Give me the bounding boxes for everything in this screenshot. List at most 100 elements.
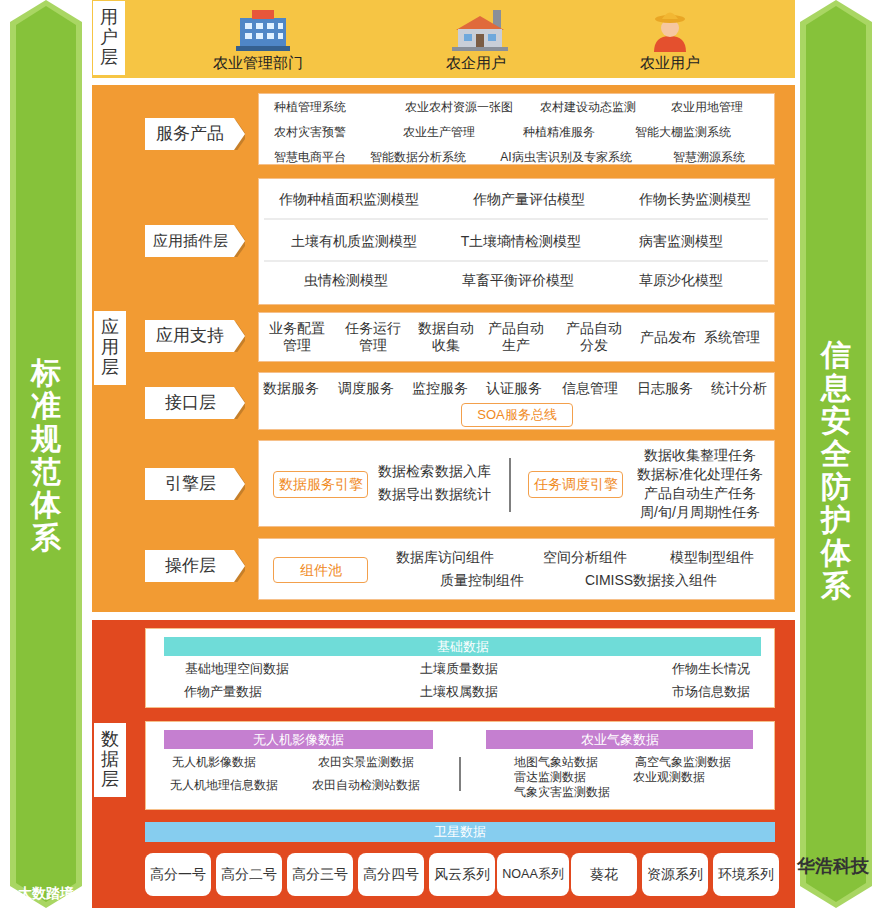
node-label: 数据入库	[435, 463, 491, 480]
satellite-box: 环境系列	[713, 853, 779, 896]
text-holder: 数据检索	[378, 463, 434, 480]
text-holder: 数据导出	[378, 486, 434, 503]
text-holder: 农企用户	[446, 54, 506, 72]
node-label: 农业管理部门	[213, 54, 303, 72]
side-banner: 标准规范体系	[10, 0, 82, 908]
text-holder: 数据服务引擎	[279, 476, 363, 493]
node-label: 作物产量评估模型	[473, 191, 585, 208]
text-holder: 种植管理系统	[274, 100, 346, 114]
node-label: 草畜平衡评价模型	[462, 272, 574, 289]
engine-box: 组件池	[273, 557, 368, 583]
text-holder: 气象灾害监测数据	[514, 785, 610, 799]
text-holder: 虫情检测模型	[304, 272, 388, 289]
text-holder: 数据库访问组件	[396, 549, 494, 566]
text-holder: 病害监测模型	[639, 233, 723, 250]
node-label: 雷达监测数据	[514, 770, 586, 784]
text-holder: 智慧溯源系统	[673, 150, 745, 164]
row-label-arrow: 接口层	[145, 387, 245, 419]
text-holder: 模型制型组件	[670, 549, 754, 566]
category-bar: 基础数据	[164, 637, 761, 656]
vertical-heading: 标准规范体系	[31, 356, 61, 554]
text-holder: 农田实景监测数据	[318, 755, 414, 769]
row-label-arrow: 服务产品	[145, 118, 245, 150]
node-label: 作物长势监测模型	[639, 191, 751, 208]
content-box: 基础数据基础地理空间数据土壤质量数据作物生长情况作物产量数据土壤权属数据市场信息…	[145, 628, 775, 708]
node-label: 任务调度引擎	[534, 476, 618, 493]
node-label: 土壤质量数据	[420, 661, 498, 677]
text-holder: 周/旬/月周期性任务	[640, 504, 760, 521]
node-label: 作物生长情况	[672, 661, 750, 677]
node-label: T土壤墒情检测模型	[461, 233, 582, 250]
text-holder: 智能大棚监测系统	[635, 125, 731, 139]
node-label: AI病虫害识别及专家系统	[500, 150, 631, 164]
content-box: 作物种植面积监测模型 作物产量评估模型 作物长势监测模型土壤有机质监测模型 T土壤墒情…	[258, 178, 775, 305]
text-holder: 高分三号	[292, 866, 348, 883]
node-label: 农业用地管理	[671, 100, 743, 114]
node-label: 无人机影像数据	[253, 732, 344, 748]
node-label: 数据库访问组件	[396, 549, 494, 566]
node-label: 系统管理	[702, 329, 762, 346]
text-holder: T土壤墒情检测模型	[461, 233, 582, 250]
row-label-arrow: 操作层	[145, 550, 245, 582]
node-label: 高分一号	[150, 866, 206, 883]
text-holder: 地图气象站数据	[514, 755, 598, 769]
text-holder: 监控服务	[412, 380, 468, 397]
engine-box: 数据服务引擎	[273, 471, 368, 498]
node-label: 产品发布	[638, 329, 698, 346]
arrow-fill	[145, 387, 245, 419]
text-holder: 应用插件层	[153, 232, 228, 250]
node-label: 草原沙化模型	[639, 272, 723, 289]
node-label: 服务产品	[156, 124, 224, 144]
banner-fill	[16, 6, 76, 902]
vertical-heading: 应用层	[94, 311, 126, 384]
layer-panel: 服务产品种植管理系统农业农村资源一张图农村建设动态监测农业用地管理农村灾害预警农…	[92, 85, 795, 612]
text-holder: 农业农村资源一张图	[405, 100, 513, 114]
text-holder: 农业气象数据	[581, 732, 659, 748]
text-holder: 作物产量评估模型	[473, 191, 585, 208]
node-label: 土壤权属数据	[420, 684, 498, 700]
text-holder: 智慧电商平台	[274, 150, 346, 164]
text-holder: 农村建设动态监测	[540, 100, 636, 114]
text-holder: 空间分析组件	[543, 549, 627, 566]
text-holder: 应用支持	[156, 326, 224, 346]
arrow-fill	[145, 225, 245, 257]
text-holder: 资源系列	[647, 866, 703, 883]
text-holder: 无人机影像数据	[253, 732, 344, 748]
factory-icon	[452, 10, 508, 51]
arrow-fill	[145, 468, 245, 500]
node-label: 数据服务	[263, 380, 319, 397]
engine-box: SOA服务总线	[461, 403, 573, 427]
text-holder: 市场信息数据	[672, 684, 750, 700]
text-holder: 产品自动 分发	[564, 320, 624, 354]
node-label: 基础地理空间数据	[185, 661, 289, 677]
node-label: 智慧电商平台	[274, 150, 346, 164]
node-label: 气象灾害监测数据	[514, 785, 610, 799]
vertical-heading: 用户层	[93, 1, 125, 74]
text-holder: 智能数据分析系统	[370, 150, 466, 164]
node-label: 农业生产管理	[403, 125, 475, 139]
text-holder: 产品自动 生产	[486, 320, 546, 354]
text-holder: AI病虫害识别及专家系统	[500, 150, 631, 164]
node-label: 数据收集整理任务	[644, 447, 756, 464]
node-label: 认证服务	[486, 380, 542, 397]
node-label: 高空气象监测数据	[635, 755, 731, 769]
node-label: 土壤有机质监测模型	[291, 233, 417, 250]
text-holder: 农田自动检测站数据	[312, 778, 420, 792]
text-holder: 高分一号	[150, 866, 206, 883]
text-holder: 土壤权属数据	[420, 684, 498, 700]
satellite-box: 高分四号	[358, 853, 424, 896]
arrow-fill	[145, 118, 245, 150]
text-holder: 应用层	[94, 311, 126, 384]
text-holder: 作物种植面积监测模型	[279, 191, 419, 208]
node-label: 市场信息数据	[672, 684, 750, 700]
node-label: 农业气象数据	[581, 732, 659, 748]
text-holder: 高分四号	[363, 866, 419, 883]
arrow-fill	[145, 320, 245, 352]
text-holder: 草原沙化模型	[639, 272, 723, 289]
text-holder: 引擎层	[165, 474, 216, 494]
text-holder: 服务产品	[156, 124, 224, 144]
row-label-arrow: 引擎层	[145, 468, 245, 500]
arrow-fill	[145, 550, 245, 582]
engine-box: 任务调度引擎	[528, 471, 623, 498]
